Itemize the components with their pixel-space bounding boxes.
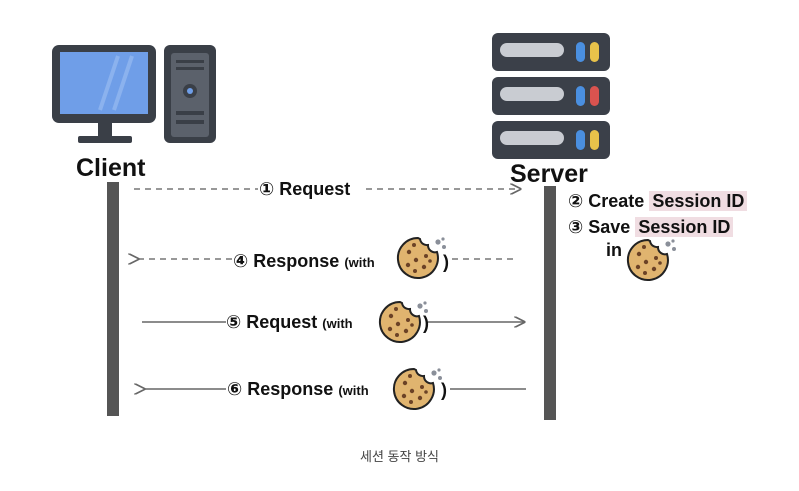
close-paren: )	[441, 380, 447, 400]
cookie-icon	[396, 236, 447, 279]
server-label: Server	[510, 160, 588, 188]
create-session-note: ② Create Session ID	[568, 191, 748, 212]
step-number: ③	[568, 217, 584, 237]
save-session-note: ③ Save Session ID	[568, 217, 734, 238]
message-request-1: ① Request	[259, 179, 350, 200]
session-id-highlight: Session ID	[649, 191, 748, 211]
step-number: ②	[568, 191, 584, 211]
computer-tower-icon	[164, 45, 216, 143]
cookie-icon	[378, 300, 429, 343]
figure-caption: 세션 동작 방식	[360, 449, 439, 464]
step-number: ④	[233, 251, 249, 271]
with-label: (with	[338, 383, 369, 398]
cookie-icon	[392, 367, 443, 410]
cookie-icon	[626, 238, 677, 281]
save-in-label: in	[606, 240, 622, 260]
message-response-2: ⑥ Response (with	[227, 379, 369, 400]
close-paren: )	[423, 313, 429, 333]
server-lifeline	[544, 186, 556, 420]
session-id-highlight: Session ID	[635, 217, 734, 237]
message-response-1: ④ Response (with	[233, 251, 375, 272]
note-verb: Save	[588, 217, 631, 237]
monitor-icon	[52, 45, 156, 143]
server-icon	[492, 33, 610, 159]
message-text: Request	[246, 312, 318, 332]
client-label: Client	[76, 154, 146, 182]
client-lifeline	[107, 182, 119, 416]
message-text: Request	[279, 179, 351, 199]
with-label: (with	[344, 255, 375, 270]
close-paren: )	[443, 252, 449, 272]
note-verb: Create	[588, 191, 645, 211]
with-label: (with	[322, 316, 353, 331]
message-text: Response	[247, 379, 334, 399]
message-text: Response	[253, 251, 340, 271]
message-request-2: ⑤ Request (with	[226, 312, 353, 333]
step-number: ⑤	[226, 312, 242, 332]
step-number: ⑥	[227, 379, 243, 399]
step-number: ①	[259, 179, 275, 199]
